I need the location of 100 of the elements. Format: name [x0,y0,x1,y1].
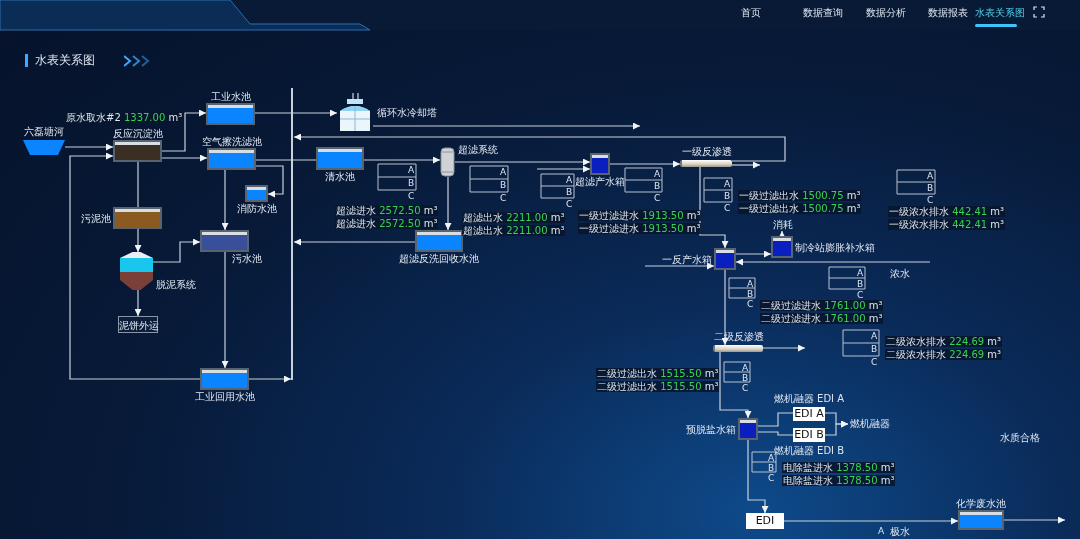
equipment-label: 化学废水池 [956,498,1006,509]
nav-link: 数据分析 [866,7,906,19]
meter-tap-letter: B [408,178,415,188]
flow-arrow [372,122,641,130]
meter-tap-letter: C [857,290,864,300]
flow-label: 极水 [890,526,910,537]
flow-arrow [293,238,416,246]
meter-reading: 超滤出水 2211.00 m³ [462,225,566,236]
meter-tap-letter: A [742,363,749,373]
meter-tap-letter: A [566,175,573,185]
meter-reading: 一级浓水排水 442.41 m³ [888,219,1006,230]
meter-tap-letter: B [654,181,661,191]
flow-arrow [783,517,959,525]
meter-tap-letter: C [408,191,415,201]
meter-tap-letter: A [654,169,661,179]
meter-tap-letter: C [927,195,934,205]
equipment-label: 制冷站膨胀补水箱 [795,241,875,253]
meter-tap-letter: A [500,167,507,177]
meter-tap-letter: A [408,165,415,175]
pipe-line [757,412,794,427]
nav-link: 数据查询 [803,7,843,19]
meter-tap-letter: C [871,357,878,367]
equipment-label: 超滤系统 [458,144,498,155]
flow-arrow [644,262,715,270]
nav-link: 数据报表 [928,7,968,19]
flow-arrow [161,109,207,152]
equipment-label: 一反产水箱 [662,253,712,265]
flow-arrow [363,156,441,164]
process-box: EDI [746,513,784,529]
meter-tap-letter: A [878,526,885,536]
nav-link: 水表关系图 [975,7,1025,19]
flow-arrow [454,158,591,166]
equipment-label: 污水池 [232,253,262,264]
meter-reading: 超滤进水 2572.50 m³ [335,205,439,216]
equipment-label: 超滤反洗回收水池 [399,253,479,264]
flow-label: 燃机融器 [848,418,892,430]
meter-tap-letter: B [566,187,573,197]
flow-arrow [536,165,591,173]
meter-tap-letter: C [500,193,507,203]
flow-arrow [221,251,229,369]
equipment-label: 超滤产水箱 [575,176,625,187]
meter-tap-letter: C [566,199,573,209]
meter-reading: 一级过滤进水 1913.50 m³ [578,210,702,221]
meter-tap-letter: A [768,453,775,463]
equipment-caption: 燃机融器 EDI B [773,445,845,456]
equipment-label: 消防水池 [236,203,277,214]
flow-label: 水质合格 [1000,432,1040,443]
meter-tap-letter: A [857,268,864,278]
flow-arrow [255,165,284,198]
flow-arrow [444,176,452,231]
equipment-label: 一级反渗透 [682,146,732,157]
flow-label: 消耗 [771,219,795,231]
meter-reading: 二级过滤进水 1761.00 m³ [760,313,884,324]
meter-reading: 超滤出水 2211.00 m³ [462,212,566,223]
flow-arrow [735,258,931,266]
flow-arrow [254,109,338,117]
meter-reading: 一级过滤进水 1913.50 m³ [578,223,702,234]
flow-arrow [609,160,681,168]
process-box: EDI B [793,428,825,442]
flow-arrow [221,169,229,231]
section-title: 水表关系图 [35,53,95,68]
meter-tap-letter: A [747,279,754,289]
flow-arrow [778,230,786,238]
flow-arrow [747,439,769,514]
flow-arrow [731,161,761,169]
flow-arrow [1003,516,1066,524]
meter-tap-letter: B [742,373,749,383]
equipment-label: 工业水池 [210,91,251,102]
meter-tap-letter: C [654,193,661,203]
flow-arrow [293,133,786,162]
flow-arrow [152,238,201,263]
meter-reading: 原水取水#2 1337.00 m³ [65,112,184,123]
process-box: EDI A [793,407,825,421]
meter-tap-letter: A [724,179,731,189]
meter-tap-letter: C [742,383,749,393]
meter-tap-letter: B [747,289,754,299]
equipment-label: 二级反渗透 [714,331,764,342]
meter-tap-letter: C [768,473,775,483]
equipment-label: 空气擦洗滤池 [201,136,262,147]
flow-label: 浓水 [890,268,910,279]
equipment-label: 反应沉淀池 [112,128,163,139]
flow-arrow [64,143,114,151]
meter-tap-letter: A [927,171,934,181]
meter-tap-letter: B [927,183,934,193]
flow-arrow [735,250,772,258]
meter-reading: 二级浓水排水 224.69 m³ [885,349,1003,360]
meter-reading: 二级过滤出水 1515.50 m³ [596,381,720,392]
flow-arrow [134,289,142,317]
flow-arrow [719,351,752,419]
flow-arrow [69,152,201,380]
equipment-label: 脱泥系统 [156,279,196,290]
meter-reading: 电除盐进水 1378.50 m³ [782,475,896,486]
flow-arrow [721,269,729,346]
meter-tap-letter: B [871,344,878,354]
equipment-caption: 燃机融器 EDI A [773,393,845,404]
meter-tap-letter: B [500,180,507,190]
meter-reading: 电除盐进水 1378.50 m³ [782,462,896,473]
flow-arrow [134,228,142,253]
meter-reading: 二级过滤进水 1761.00 m³ [760,300,884,311]
meter-tap-letter: C [747,299,754,309]
